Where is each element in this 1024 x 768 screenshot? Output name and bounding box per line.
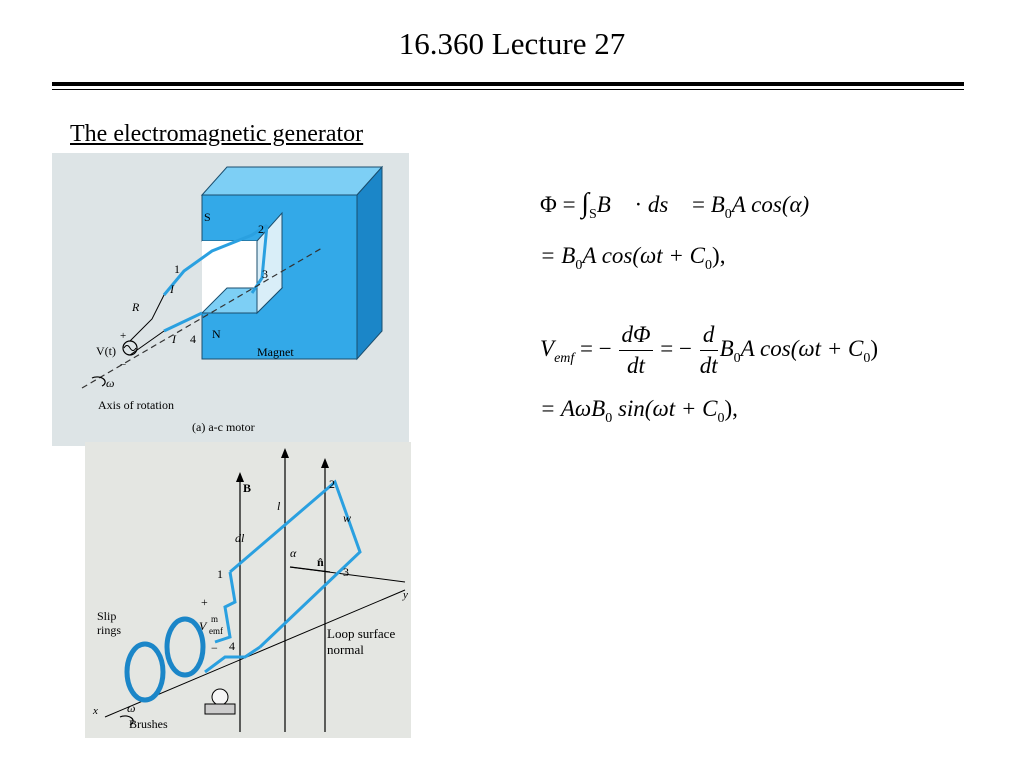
rotation-arrow-icon [91,376,106,387]
label-slip-rings-2: rings [97,623,121,637]
generator-figure: B dl l w α n̂ 1 2 3 4 y x + − V m emf Sl… [85,442,411,738]
lamp-icon [211,688,229,706]
label-terminal-3: 3 [262,267,268,281]
figure-background [85,442,411,738]
rotation-axis [81,247,323,389]
label-minus: − [211,641,218,655]
label-alpha: α [290,546,297,560]
label-vemf-sup: m [211,614,218,624]
label-brushes: Brushes [129,717,168,731]
label-terminal-3: 3 [343,565,349,579]
ac-motor-figure: S N Magnet 1 2 3 4 R I I V(t) + − ω Axis… [52,153,409,446]
loop-lead-1 [214,571,237,644]
label-plus: + [201,595,208,609]
source-wire-top [129,294,165,342]
label-current-top: I [169,282,175,296]
loop-wire-bottom [163,311,203,333]
lamp-base [204,703,236,715]
label-omega: ω [106,376,114,390]
magnet-top-face [200,166,384,196]
label-l: l [277,499,281,513]
label-n-pole: N [212,327,221,341]
sine-icon [123,345,137,351]
arrowhead-1 [236,472,244,482]
label-w: w [343,511,351,525]
label-n-hat: n̂ [317,555,324,569]
label-loop-normal-2: normal [327,642,364,657]
title-rule-thin [52,89,964,90]
label-plus: + [120,330,126,342]
label-resistor: R [131,300,140,314]
source-wire-bottom [129,330,165,356]
label-vemf-sub: emf [209,626,223,636]
label-terminal-2: 2 [258,222,264,236]
rotation-arrow-icon [119,715,134,726]
rotating-loop [229,479,362,649]
label-terminal-4: 4 [229,639,235,653]
label-b-field: B [243,481,251,495]
arrowhead-2 [281,448,289,458]
loop-lead-4 [204,645,261,674]
figure-caption: (a) a-c motor [192,420,255,434]
label-magnet: Magnet [257,345,294,359]
arrowhead-3 [321,458,329,468]
slide-subtitle: The electromagnetic generator [70,121,364,147]
label-terminal-1: 1 [174,262,180,276]
loop-wire-right [250,224,269,294]
loop-wire-top [162,223,268,296]
magnet-inner-face [256,211,283,315]
label-terminal-4: 4 [190,332,196,346]
label-omega: ω [127,701,135,715]
title-rule-thick [52,82,964,86]
label-minus: − [120,359,126,371]
label-axis: Axis of rotation [98,398,174,412]
normal-vector [289,566,331,573]
slide-title: 16.360 Lecture 27 [398,26,626,61]
slip-ring-1 [164,616,206,678]
label-loop-normal: Loop surface [327,626,395,641]
magnet-right-face [356,165,383,361]
label-terminal-1: 1 [217,567,223,581]
flux-equation-line-1: Φ = ∫SB⃗ · ds⃗ = B0A cos(α) [540,188,810,222]
label-s-pole: S [204,210,211,224]
label-slip-rings: Slip [97,609,116,623]
label-vemf: V [199,619,208,633]
emf-equation-line-2: = AωB0 sin(ωt + C0), [540,396,738,426]
label-source: V(t) [96,344,116,358]
label-current-bottom: I [171,332,177,346]
label-x-axis: x [92,705,98,717]
label-y-axis: y [402,589,408,601]
label-dl: dl [235,531,245,545]
label-terminal-2: 2 [329,477,335,491]
slip-ring-2 [124,641,166,703]
flux-equation-line-2: = B0A cos(ωt + C0), [540,243,726,273]
